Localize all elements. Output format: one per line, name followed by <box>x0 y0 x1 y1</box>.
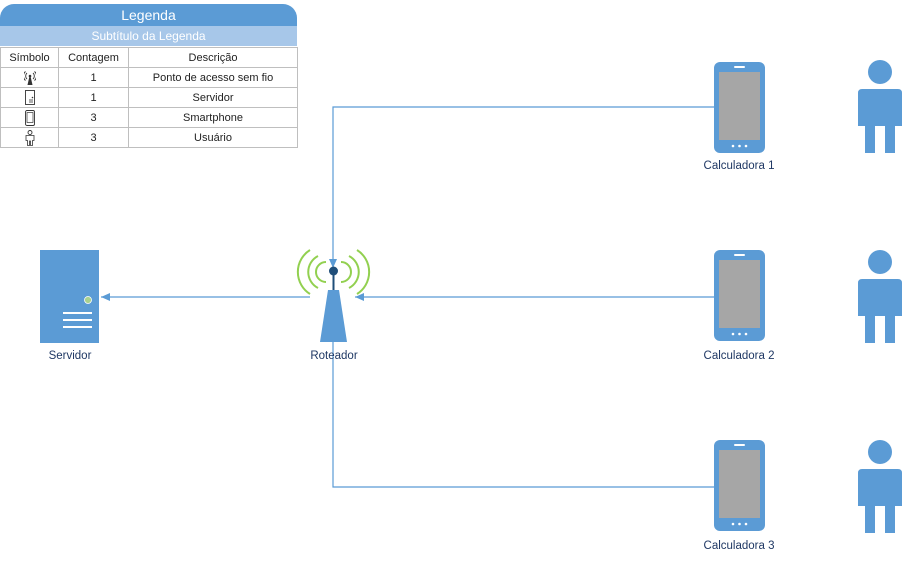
legend-row: 3 Smartphone <box>0 107 298 128</box>
user-icon[interactable] <box>858 250 902 343</box>
user-icon[interactable] <box>858 60 902 153</box>
legend-count-cell: 1 <box>58 87 129 108</box>
legend-title: Legenda <box>0 4 297 26</box>
legend-count-cell: 1 <box>58 67 129 88</box>
wireless-access-point-icon[interactable] <box>296 249 371 342</box>
legend-header-count: Contagem <box>58 47 129 68</box>
phone1-label: Calculadora 1 <box>703 160 775 172</box>
legend-row: 1 Ponto de acesso sem fio <box>0 67 298 88</box>
wifi-signal-icon <box>296 249 371 295</box>
smartphone-icon[interactable] <box>714 250 765 341</box>
smartphone-icon <box>24 109 35 126</box>
legend-symbol-cell <box>0 127 59 148</box>
legend-row: 1 Servidor <box>0 87 298 108</box>
user-icon <box>25 129 34 146</box>
legend-header-row: Símbolo Contagem Descrição <box>0 47 298 68</box>
legend-description-cell: Servidor <box>128 87 298 108</box>
legend-symbol-cell <box>0 107 59 128</box>
phone2-label: Calculadora 2 <box>703 350 775 362</box>
legend-count-cell: 3 <box>58 107 129 128</box>
legend-table: Símbolo Contagem Descrição 1 Ponto de ac… <box>0 47 298 148</box>
phone3-label: Calculadora 3 <box>703 540 775 552</box>
legend-header-symbol: Símbolo <box>0 47 59 68</box>
legend-symbol-cell <box>0 67 59 88</box>
user-icon[interactable] <box>858 440 902 533</box>
legend-header-description: Descrição <box>128 47 298 68</box>
legend-count-cell: 3 <box>58 127 129 148</box>
server-icon <box>24 90 35 105</box>
connectors <box>101 106 740 488</box>
legend-description-cell: Ponto de acesso sem fio <box>128 67 298 88</box>
legend-row: 3 Usuário <box>0 127 298 148</box>
router-label: Roteador <box>310 350 358 362</box>
legend-description-cell: Usuário <box>128 127 298 148</box>
connector-phone1-router[interactable] <box>329 106 740 268</box>
server-label: Servidor <box>48 350 92 362</box>
connector-phone3-router[interactable] <box>332 302 740 488</box>
legend-description-cell: Smartphone <box>128 107 298 128</box>
server-icon[interactable] <box>40 250 99 343</box>
smartphone-icon[interactable] <box>714 62 765 153</box>
smartphone-icon[interactable] <box>714 440 765 531</box>
wireless-access-point-icon <box>23 70 36 85</box>
legend-symbol-cell <box>0 87 59 108</box>
legend-subtitle: Subtítulo da Legenda <box>0 26 297 47</box>
legend: Legenda Subtítulo da Legenda Símbolo Con… <box>0 4 298 148</box>
